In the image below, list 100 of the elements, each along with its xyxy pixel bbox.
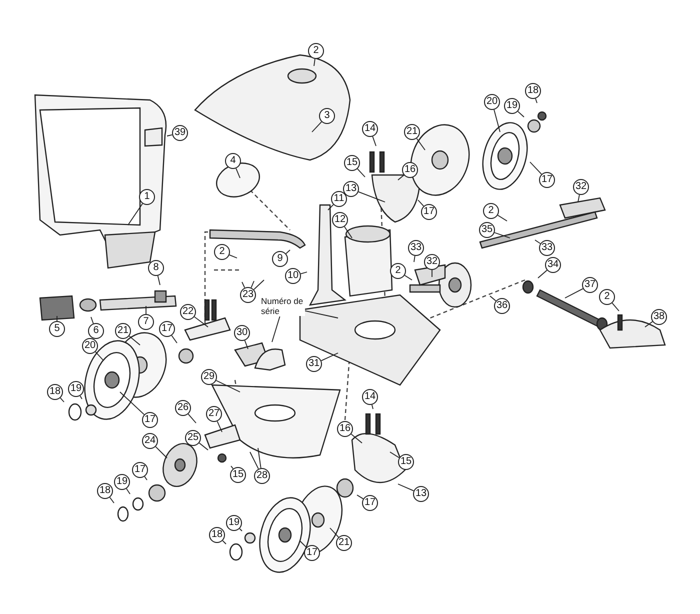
leader-line <box>418 200 424 207</box>
callout-number: 33 <box>408 240 424 256</box>
leader-line <box>239 528 242 532</box>
callout-number: 22 <box>180 304 196 320</box>
callout-number: 15 <box>230 467 246 483</box>
callout-number: 17 <box>539 172 555 188</box>
callout-number: 12 <box>332 212 348 228</box>
leader-line <box>312 121 322 132</box>
leader-line <box>228 254 238 258</box>
callout-number: 24 <box>142 433 158 449</box>
leader-line <box>242 282 246 288</box>
leader-line <box>120 392 145 415</box>
callout-number: 38 <box>651 309 667 325</box>
leader-line <box>188 414 196 424</box>
leader-line <box>534 240 541 244</box>
callout-number: 31 <box>306 356 322 372</box>
callout-number: 19 <box>68 381 84 397</box>
leader-line <box>272 316 280 342</box>
leader-line <box>358 191 386 202</box>
callout-number: 17 <box>159 321 175 337</box>
callout-number: 21 <box>115 323 131 339</box>
leader-line <box>494 232 510 238</box>
callout-number: 26 <box>175 400 191 416</box>
callout-number: 13 <box>343 181 359 197</box>
callout-number: 17 <box>421 204 437 220</box>
leader-line <box>300 272 308 274</box>
leader-line <box>372 404 374 410</box>
leader-line <box>390 452 400 458</box>
callout-number: 21 <box>404 124 420 140</box>
callout-number: 9 <box>272 251 288 267</box>
callout-number: 5 <box>49 321 65 337</box>
callout-number: 7 <box>138 314 154 330</box>
leader-line <box>564 288 584 298</box>
callout-number: 15 <box>398 454 414 470</box>
callout-number: 19 <box>504 98 520 114</box>
leader-line <box>80 395 82 400</box>
leader-line <box>372 136 376 146</box>
callout-number: 20 <box>484 94 500 110</box>
leader-line <box>250 452 259 470</box>
leader-line <box>320 352 338 362</box>
callout-number: 25 <box>185 430 201 446</box>
callout-number: 28 <box>254 468 270 484</box>
leader-line <box>578 194 580 202</box>
callout-number: 23 <box>240 287 256 303</box>
leader-line <box>517 110 524 118</box>
callout-number: 17 <box>362 495 378 511</box>
callout-number: 30 <box>234 325 250 341</box>
leader-line <box>644 321 653 328</box>
leader-line <box>398 484 414 492</box>
leader-line <box>155 446 168 458</box>
callout-number: 2 <box>599 289 615 305</box>
leader-line <box>128 203 143 226</box>
leader-line <box>144 476 148 480</box>
serial-number-note: Numéro de série <box>261 296 305 316</box>
callout-number: 34 <box>545 257 561 273</box>
callout-number: 18 <box>209 527 225 543</box>
callout-number: 11 <box>331 191 347 207</box>
callout-number: 20 <box>82 338 98 354</box>
callout-number: 33 <box>539 240 555 256</box>
leader-line <box>330 528 339 538</box>
leader-line <box>530 162 542 175</box>
leader-line <box>109 496 114 504</box>
leader-line <box>250 280 254 288</box>
leader-line <box>497 214 508 222</box>
leader-line <box>612 302 620 312</box>
leader-line <box>490 296 496 302</box>
callout-number: 35 <box>479 222 495 238</box>
leader-line <box>328 204 334 210</box>
callout-number: 14 <box>362 389 378 405</box>
leader-line <box>350 434 362 444</box>
callout-number: 14 <box>362 121 378 137</box>
leader-line <box>128 336 140 346</box>
callout-number: 2 <box>483 203 499 219</box>
leader-line <box>398 174 404 180</box>
leader-line <box>357 168 366 178</box>
callout-number: 32 <box>573 179 589 195</box>
leader-line <box>230 466 234 470</box>
callout-number: 2 <box>214 244 230 260</box>
callout-number: 18 <box>97 483 113 499</box>
callout-number: 39 <box>172 125 188 141</box>
callout-number: 21 <box>336 535 352 551</box>
leader-line <box>216 380 240 392</box>
leader-line <box>222 540 226 544</box>
callout-number: 18 <box>525 83 541 99</box>
leader-line <box>538 270 548 278</box>
leader-line <box>216 420 222 432</box>
leader-line <box>304 310 338 318</box>
leader-line <box>253 280 264 290</box>
callout-number: 10 <box>285 268 301 284</box>
leader-line <box>314 58 316 66</box>
leader-line <box>300 540 307 548</box>
leader-line <box>404 274 412 280</box>
callout-number: 18 <box>47 384 63 400</box>
leader-line <box>56 316 58 322</box>
callout-number: 13 <box>413 486 429 502</box>
callout-number: 6 <box>88 323 104 339</box>
callout-number: 17 <box>132 462 148 478</box>
leader-line <box>194 316 208 328</box>
callout-number: 4 <box>225 153 241 169</box>
callout-number: 37 <box>582 277 598 293</box>
